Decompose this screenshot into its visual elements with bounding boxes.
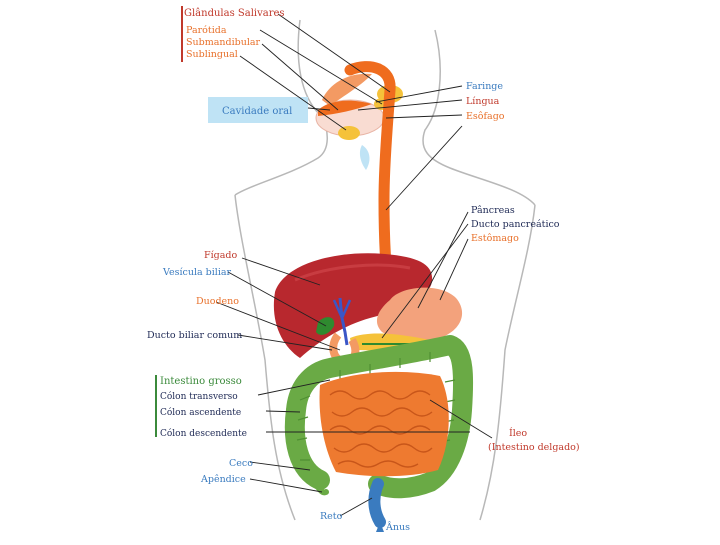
label-gallbladder: Vesícula biliar bbox=[162, 267, 232, 278]
label-ascending-colon: Cólon ascendente bbox=[160, 407, 241, 418]
label-duodenum: Duodeno bbox=[196, 296, 239, 307]
label-ileum: Íleo bbox=[509, 427, 527, 439]
large-intestine-bracket bbox=[155, 375, 157, 437]
label-rectum: Reto bbox=[320, 511, 343, 522]
label-cecum: Ceco bbox=[229, 458, 253, 469]
trachea bbox=[359, 145, 370, 170]
leader-lines bbox=[215, 13, 493, 517]
appendix bbox=[309, 473, 329, 496]
label-oral-cavity: Cavidade oral bbox=[222, 106, 292, 117]
label-small-intestine: (Intestino delgado) bbox=[488, 442, 580, 453]
label-pancreatic-duct: Ducto pancreático bbox=[471, 219, 560, 230]
label-submandibular: Submandibular bbox=[186, 37, 261, 48]
label-liver: Fígado bbox=[204, 250, 237, 261]
rectum bbox=[368, 478, 386, 532]
label-sublingual: Sublingual bbox=[186, 49, 238, 60]
label-pharynx: Faringe bbox=[466, 81, 503, 92]
label-salivary-glands: Glândulas Salivares bbox=[184, 8, 285, 19]
salivary-bracket bbox=[181, 6, 183, 62]
label-tongue: Língua bbox=[466, 96, 500, 107]
oral-cavity-box bbox=[208, 97, 308, 123]
colon-texture bbox=[296, 352, 456, 461]
label-common-bile-duct: Ducto biliar comum bbox=[147, 330, 242, 341]
label-parotid: Parótida bbox=[186, 25, 227, 36]
label-esophagus: Esôfago bbox=[466, 111, 505, 122]
label-descending-colon: Cólon descendente bbox=[160, 428, 247, 439]
label-anus: Ânus bbox=[385, 521, 410, 533]
labels: Glândulas Salivares Parótida Submandibul… bbox=[147, 8, 580, 533]
label-appendix: Apêndice bbox=[200, 474, 246, 485]
stomach bbox=[376, 287, 463, 342]
sublingual-gland bbox=[338, 126, 360, 140]
liver bbox=[273, 253, 433, 358]
small-intestine bbox=[319, 371, 449, 477]
label-large-intestine: Intestino grosso bbox=[160, 376, 242, 387]
large-intestine bbox=[284, 335, 474, 499]
label-transverse-colon: Cólon transverso bbox=[160, 391, 238, 402]
body-outline bbox=[234, 19, 536, 521]
nasal-area bbox=[322, 73, 372, 106]
label-pancreas: Pâncreas bbox=[471, 205, 515, 216]
label-stomach: Estômago bbox=[471, 233, 519, 244]
